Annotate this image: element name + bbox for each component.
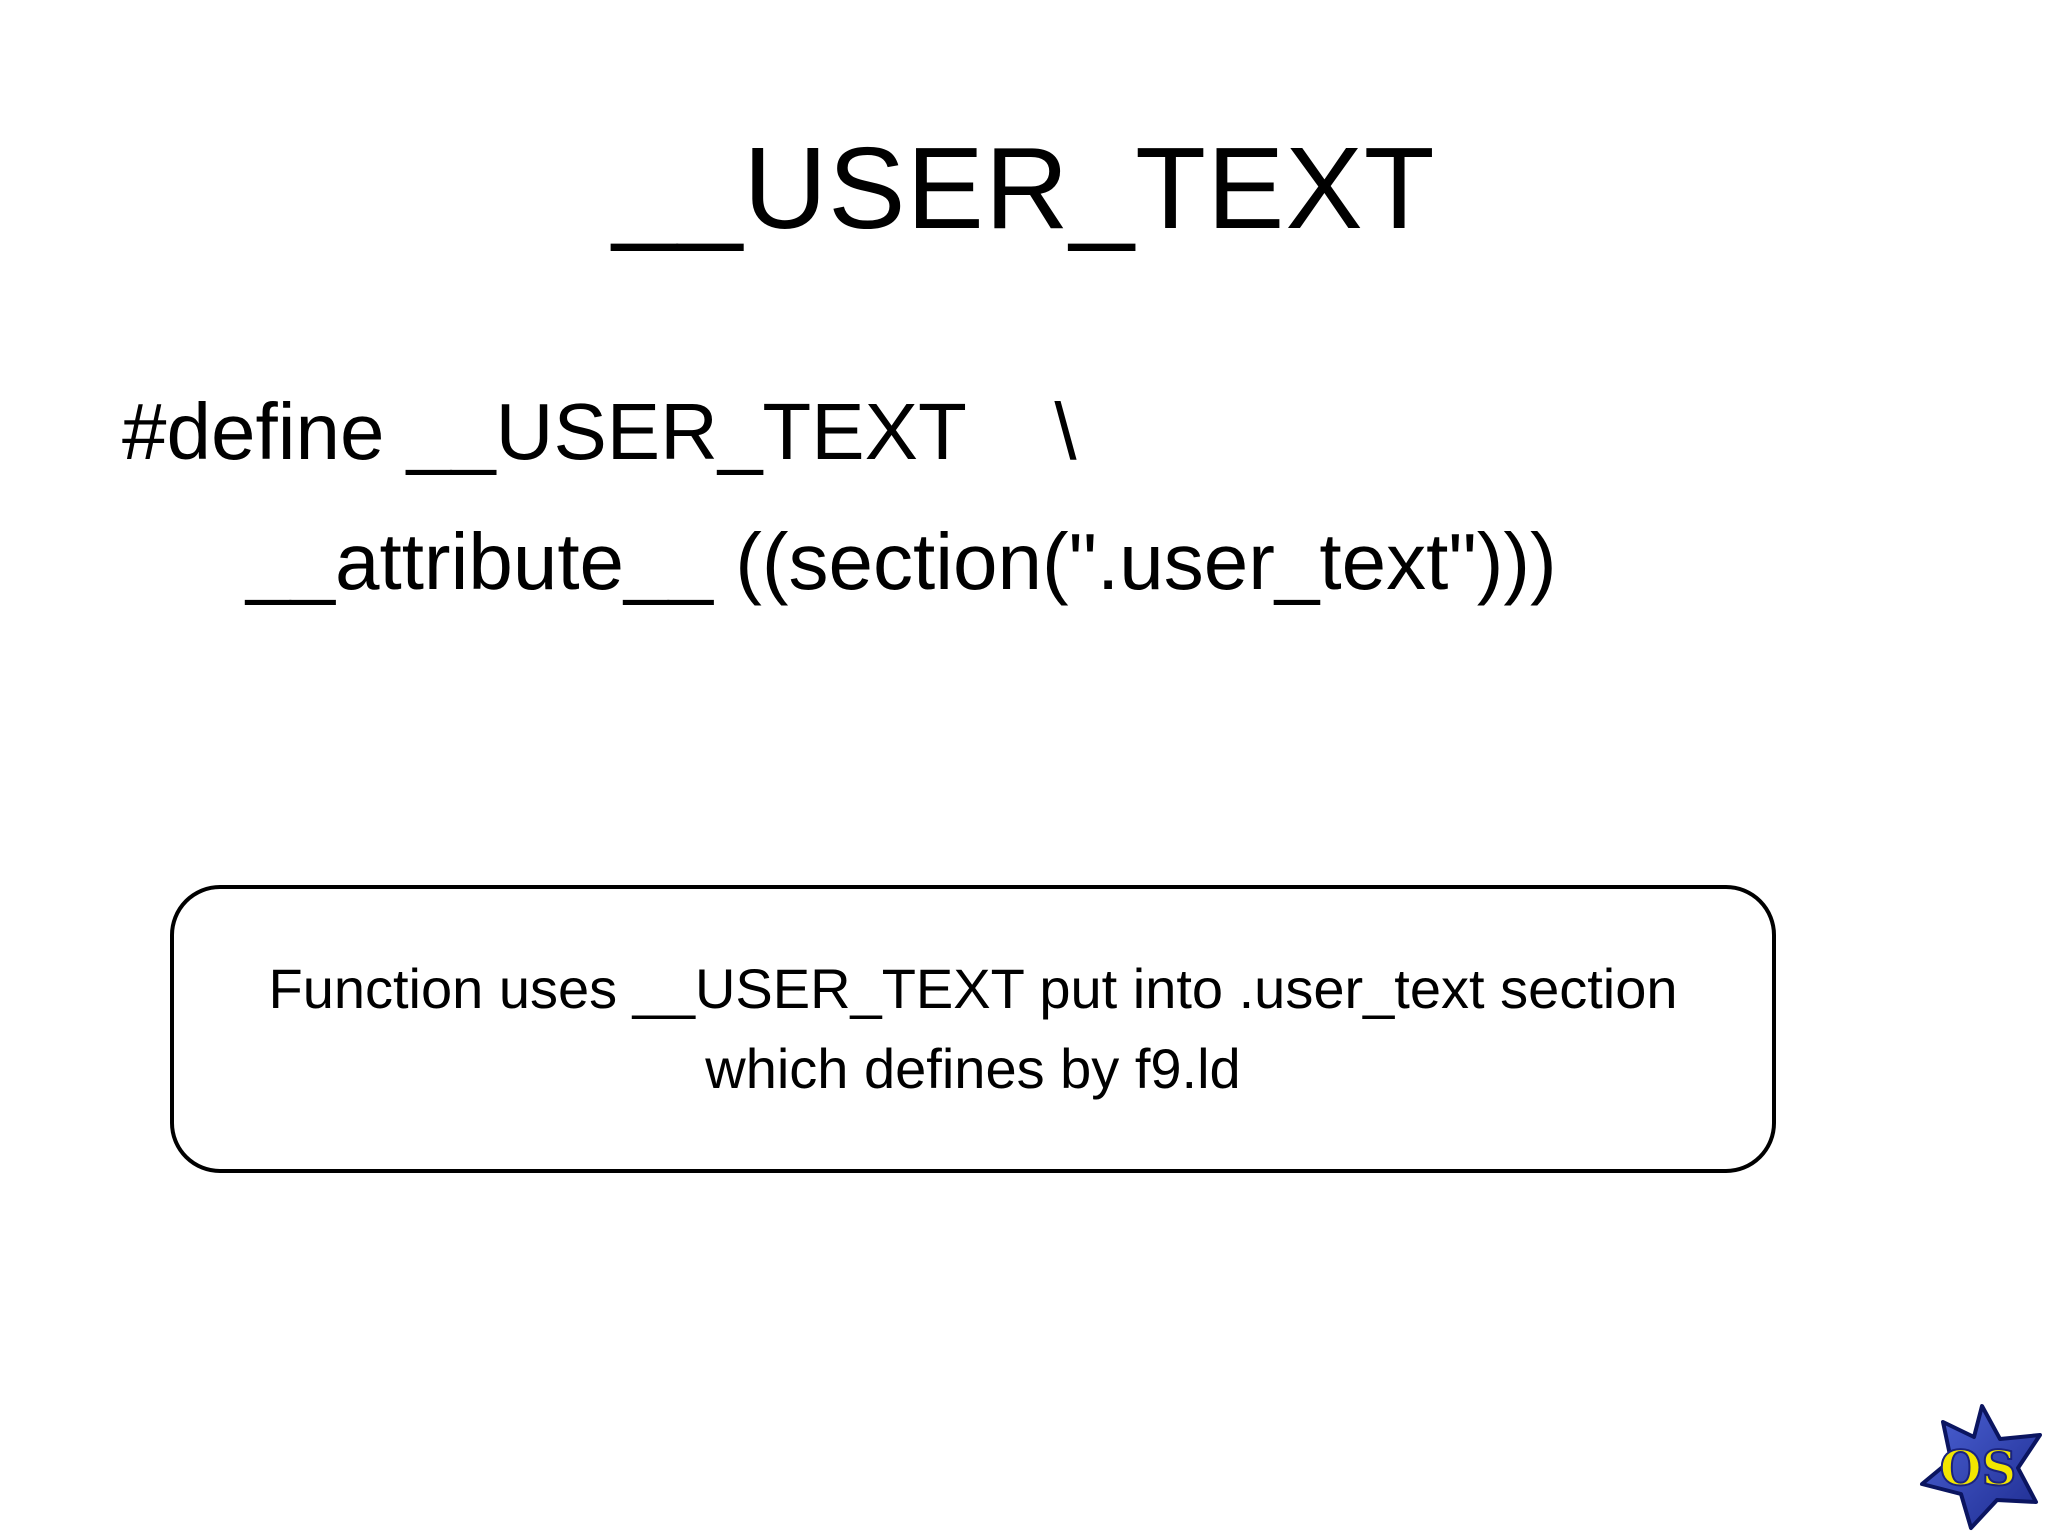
callout-line-1: Function uses __USER_TEXT put into .user… bbox=[268, 957, 1678, 1020]
os-star-logo-icon: OS bbox=[1908, 1402, 2044, 1532]
star-shape bbox=[1920, 1404, 2042, 1530]
callout-line-2: which defines by f9.ld bbox=[705, 1037, 1241, 1100]
slide-title: __USER_TEXT bbox=[612, 123, 1436, 253]
attribute-section-line: __attribute__ ((section(".user_text"))) bbox=[246, 517, 1557, 606]
callout-box: Function uses __USER_TEXT put into .user… bbox=[170, 885, 1776, 1173]
define-directive-line: #define __USER_TEXT \ bbox=[122, 387, 1077, 476]
logo-text: OS bbox=[1940, 1441, 2016, 1497]
